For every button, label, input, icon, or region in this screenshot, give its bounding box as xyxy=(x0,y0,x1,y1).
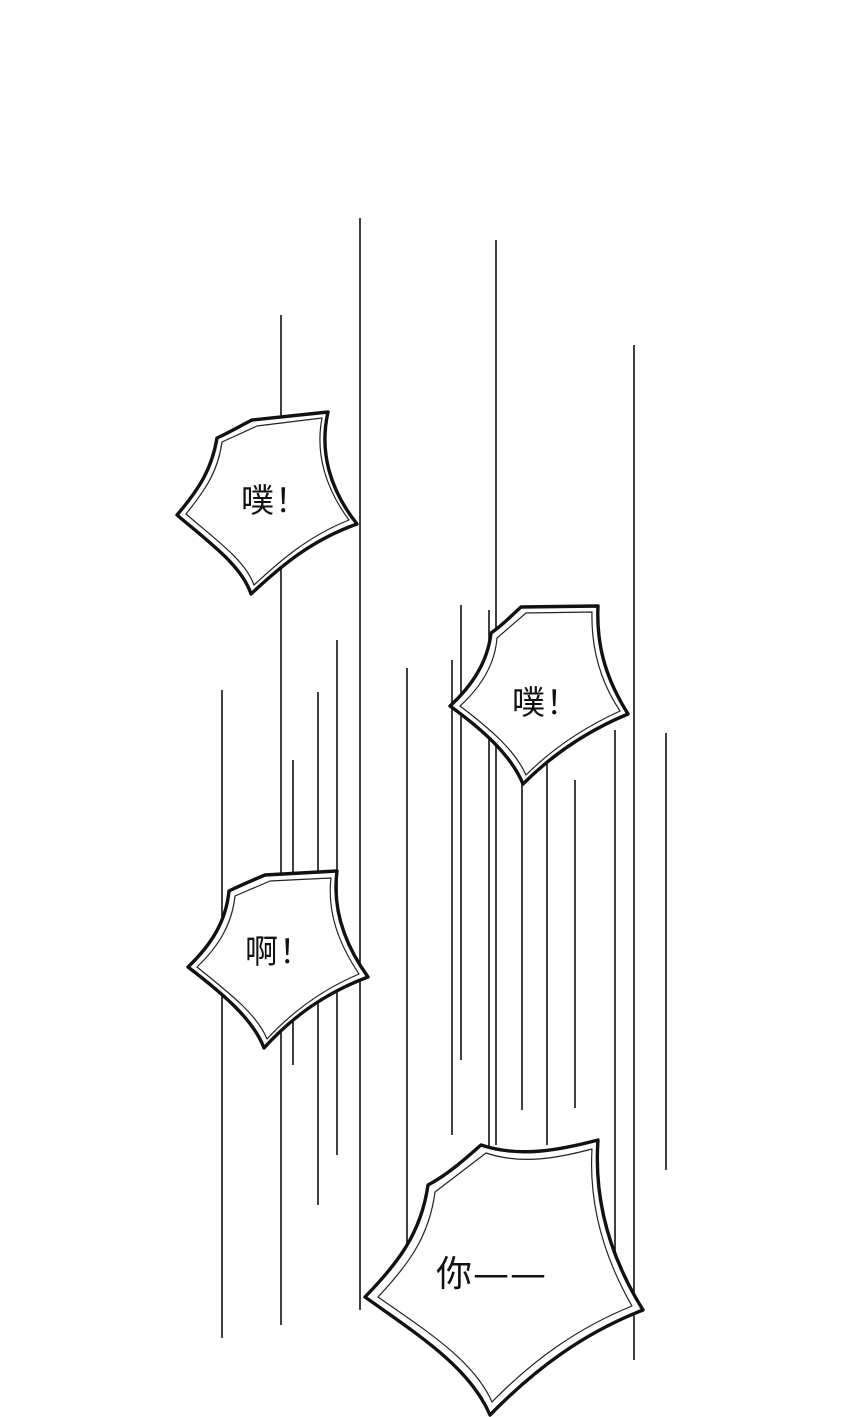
speech-bubble-2 xyxy=(448,604,630,786)
sound-effect-text-1: 噗！ xyxy=(241,481,309,520)
speech-bubble-4 xyxy=(363,1138,645,1417)
speech-bubble-3 xyxy=(186,869,370,1050)
dialogue-text: 你—— xyxy=(436,1254,548,1295)
sound-effect-text-3: 啊！ xyxy=(245,932,313,971)
speech-bubble-1 xyxy=(175,410,359,596)
sound-effect-text-2: 噗！ xyxy=(512,683,580,722)
